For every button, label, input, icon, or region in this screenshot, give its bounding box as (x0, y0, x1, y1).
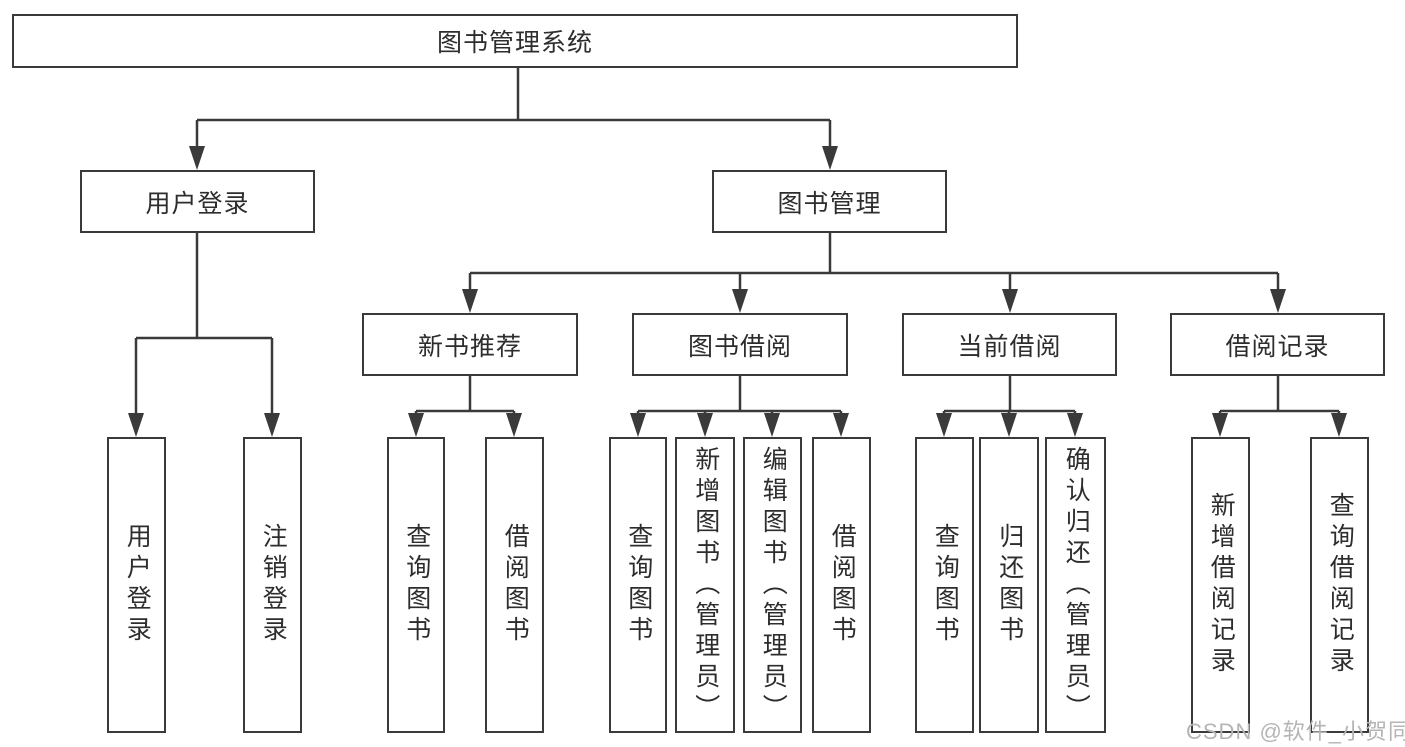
leaf-add-borrow-record: 新增借阅记录 (1191, 437, 1250, 733)
leaf-user-login: 用户登录 (107, 437, 166, 733)
node-user-login: 用户登录 (80, 170, 315, 233)
node-new-book-recommend: 新书推荐 (362, 313, 578, 376)
csdn-watermark: CSDN @软件_小贺同学 (1186, 719, 1405, 744)
leaf-logout: 注销登录 (243, 437, 302, 733)
leaf-return-books: 归还图书 (979, 437, 1039, 733)
leaf-query-books-borrow: 查询图书 (609, 437, 667, 733)
leaf-query-books-current: 查询图书 (915, 437, 974, 733)
node-current-borrow: 当前借阅 (902, 313, 1117, 376)
leaf-borrow-books-recommend: 借阅图书 (485, 437, 544, 733)
node-borrow-records: 借阅记录 (1170, 313, 1385, 376)
leaf-add-books-admin: 新增图书（管理员） (675, 437, 735, 733)
leaf-borrow-books: 借阅图书 (812, 437, 871, 733)
leaf-query-books-recommend: 查询图书 (387, 437, 445, 733)
leaf-confirm-return-admin: 确认归还（管理员） (1045, 437, 1106, 733)
node-book-management: 图书管理 (712, 170, 947, 233)
leaf-query-borrow-record: 查询借阅记录 (1310, 437, 1369, 733)
node-book-borrow: 图书借阅 (632, 313, 848, 376)
node-root-system: 图书管理系统 (12, 14, 1018, 68)
leaf-edit-books-admin: 编辑图书（管理员） (743, 437, 802, 733)
arrowheads (128, 146, 1347, 437)
tree-edges (134, 68, 1341, 416)
